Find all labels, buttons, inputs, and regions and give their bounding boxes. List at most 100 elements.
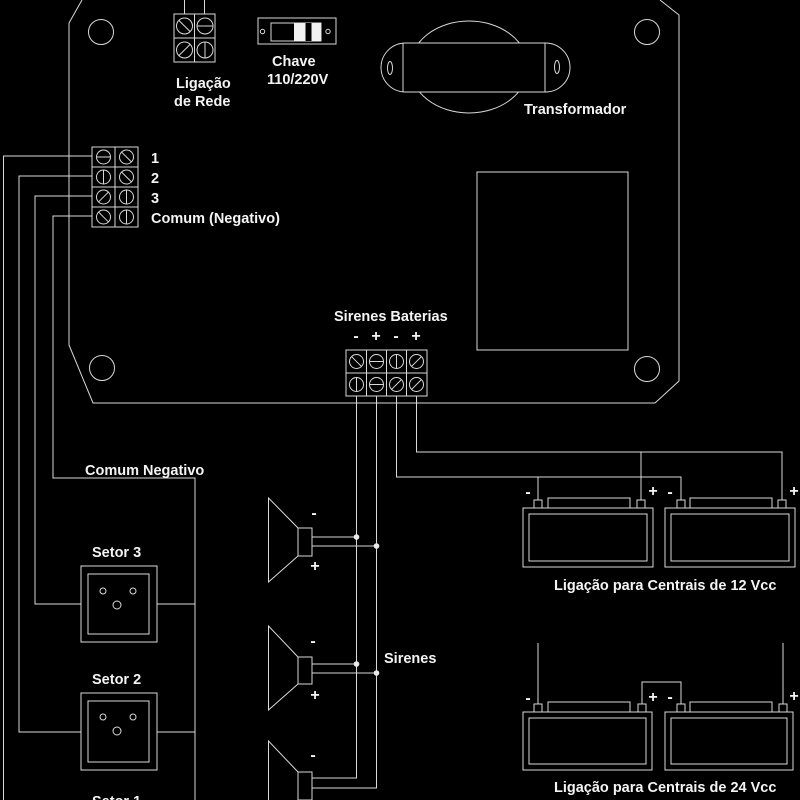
mounting-hole-top-left (88, 19, 114, 45)
speaker2-plus-label: + (310, 687, 319, 704)
zone-row-label-common: Comum (Negativo) (151, 211, 280, 227)
battery24-2-minus-label: - (667, 689, 672, 706)
battery-12v-2 (664, 497, 796, 568)
polarity-plus-2: + (411, 328, 420, 345)
battery-post-minus (676, 703, 686, 713)
battery-24v-1 (522, 701, 653, 771)
sector2-connector (80, 692, 158, 771)
speaker1-minus-label: - (311, 505, 316, 522)
wire-battery-plus (416, 396, 783, 500)
screw-terminal (176, 41, 193, 59)
voltage-switch (257, 17, 337, 45)
battery-12v-1 (522, 497, 654, 568)
caption-24v: Ligação para Centrais de 24 Vcc (554, 780, 776, 796)
zone-row-label-2: 2 (151, 171, 159, 187)
screw-terminal (96, 149, 111, 165)
speaker-2 (268, 624, 313, 712)
wire-siren-minus (312, 396, 357, 779)
screw-terminal (409, 377, 424, 392)
sector3-connector (80, 565, 158, 643)
screw-terminal (196, 17, 214, 35)
screw-terminal (96, 209, 111, 225)
screw-terminal (96, 189, 111, 205)
zone-row-label-3: 3 (151, 191, 159, 207)
transformer-bracket (380, 42, 571, 93)
voltage-switch-label-line2: 110/220V (267, 72, 329, 88)
switch-screw-left (259, 28, 266, 35)
zone-row-label-1: 1 (151, 151, 159, 167)
transformer (380, 20, 571, 114)
battery-post-minus (533, 499, 543, 509)
wire-sector2 (18, 175, 92, 733)
mounting-hole-bottom-right (634, 356, 660, 382)
voltage-switch-label-line1: Chave (272, 54, 316, 70)
output-terminal-block (345, 349, 428, 397)
battery-post-plus (636, 499, 646, 509)
speaker1-plus-label: + (310, 558, 319, 575)
switch-screw-right (325, 28, 331, 35)
junction-dot (373, 543, 380, 549)
wire-24v-series-link (641, 681, 682, 704)
screw-terminal (119, 189, 134, 205)
screw-terminal (349, 354, 364, 369)
battery-post-plus (777, 499, 787, 509)
junction-dot (353, 661, 360, 667)
screw-terminal (196, 41, 214, 59)
polarity-minus-2: - (393, 328, 398, 345)
battery12-1-plus-label: + (648, 483, 657, 500)
speaker-1 (268, 496, 313, 584)
polarity-minus-1: - (353, 328, 358, 345)
speaker-3 (268, 739, 313, 800)
connector-pin (112, 600, 122, 610)
battery-top-ridge (689, 701, 773, 712)
screw-terminal (119, 209, 134, 225)
connector-pin (129, 587, 137, 595)
screw-terminal (119, 169, 134, 185)
wire-sector3 (34, 195, 92, 605)
battery-post-minus (676, 499, 686, 509)
battery-top-ridge (689, 497, 773, 508)
speaker2-minus-label: - (310, 633, 315, 650)
wire-common-negative (52, 215, 196, 800)
battery-post-minus (533, 703, 543, 713)
screw-terminal (176, 17, 193, 35)
transformer-label: Transformador (524, 102, 627, 118)
output-terminal-header: Sirenes Baterias (334, 309, 448, 325)
wire-battery-minus (396, 396, 682, 500)
connector-pin (112, 726, 122, 736)
common-negative-label: Comum Negativo (85, 463, 204, 479)
polarity-plus-1: + (371, 328, 380, 345)
sector2-label: Setor 2 (92, 672, 141, 688)
transformer-slot-left (387, 61, 393, 75)
zone-terminal-block (91, 146, 139, 228)
board-outline (68, 0, 680, 404)
power-terminal-label-line2: de Rede (174, 94, 230, 110)
wire-siren-plus (312, 396, 377, 789)
power-terminal-block (173, 0, 216, 63)
screw-terminal (389, 377, 404, 392)
battery24-1-plus-label: + (648, 689, 657, 706)
junction-dot (373, 670, 380, 676)
connector-pin (99, 587, 107, 595)
mounting-hole-bottom-left (89, 355, 115, 381)
screw-terminal (119, 149, 134, 165)
battery-top-ridge (547, 497, 631, 508)
caption-12v: Ligação para Centrais de 12 Vcc (554, 578, 776, 594)
power-terminal-label-line1: Ligação (176, 76, 231, 92)
wire-sector1 (3, 155, 92, 800)
component-area-rectangle (476, 171, 629, 351)
battery12-2-minus-label: - (667, 484, 672, 501)
battery-post-plus (637, 703, 647, 713)
battery24-2-plus-label: + (789, 688, 798, 705)
screw-terminal (349, 377, 364, 392)
battery-24v-2 (664, 701, 794, 771)
sector3-label: Setor 3 (92, 545, 141, 561)
connector-pin (129, 713, 137, 721)
battery-post-plus (778, 703, 788, 713)
screw-terminal (389, 354, 404, 369)
battery24-1-minus-label: - (525, 690, 530, 707)
mounting-hole-top-right (634, 19, 660, 45)
speaker3-minus-label: - (310, 747, 315, 764)
battery12-1-minus-label: - (525, 484, 530, 501)
